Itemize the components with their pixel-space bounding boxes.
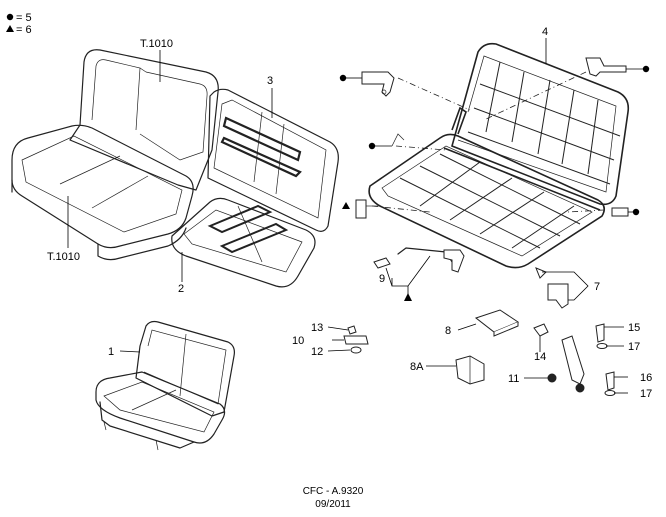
callout-7: 7	[594, 281, 600, 293]
callout-15: 15	[628, 322, 640, 334]
assembly-lines	[371, 71, 605, 213]
callout-16: 16	[640, 372, 652, 384]
triangle-marker-icon	[342, 202, 350, 209]
callout-12: 12	[311, 346, 323, 358]
rod-part-9	[373, 247, 465, 301]
circle-marker-icon	[368, 142, 376, 150]
callout-8a: 8A	[410, 361, 424, 373]
triangle-marker-icon	[404, 293, 412, 301]
bolts-15-16-17	[595, 323, 628, 396]
hinge-arm-part-11	[524, 335, 585, 393]
legend: = 5 = 6	[6, 12, 32, 36]
legend-triangle-text: = 6	[16, 24, 32, 36]
bracket-part-8a	[426, 355, 485, 385]
callout-9: 9	[379, 273, 385, 285]
single-seat-part-1	[95, 320, 235, 451]
callout-t1010-top: T.1010	[140, 38, 173, 50]
footer-code: CFC - A.9320	[302, 486, 364, 497]
leader-lines	[67, 38, 547, 282]
legend-circle-text: = 5	[16, 12, 32, 24]
callout-t1010-bottom: T.1010	[47, 251, 80, 263]
bracket-part-8	[457, 309, 520, 337]
circle-symbol-icon	[6, 13, 14, 21]
footer-date: 09/2011	[315, 499, 351, 510]
triangle-symbol-icon	[6, 25, 14, 32]
callout-17-lower: 17	[640, 388, 652, 400]
backrest-part-3	[207, 88, 339, 232]
fasteners-10-12-13	[327, 325, 369, 354]
clip-part-14	[533, 323, 549, 352]
callout-2: 2	[178, 283, 184, 295]
circle-marker-icon	[632, 208, 640, 216]
callout-11: 11	[508, 373, 519, 385]
seat-frame-part-4	[368, 42, 630, 269]
callout-10: 10	[292, 335, 304, 347]
callout-17-upper: 17	[628, 341, 640, 353]
circle-marker-icon	[339, 74, 347, 82]
callout-labels: T.1010 T.1010 3 2 4 9 7 8 8A 13 10 12 14…	[47, 26, 652, 400]
callout-14: 14	[534, 351, 546, 363]
cushion-part-2	[171, 197, 316, 288]
hinge-part-7	[535, 267, 589, 309]
callout-13: 13	[311, 322, 323, 334]
circle-marker-icon	[642, 65, 650, 73]
frame-brackets	[339, 57, 650, 219]
callout-1: 1	[108, 346, 114, 358]
bench-seat-t1010	[11, 49, 219, 261]
callout-8: 8	[445, 325, 451, 337]
callout-3: 3	[267, 75, 273, 87]
callout-4: 4	[542, 26, 548, 38]
